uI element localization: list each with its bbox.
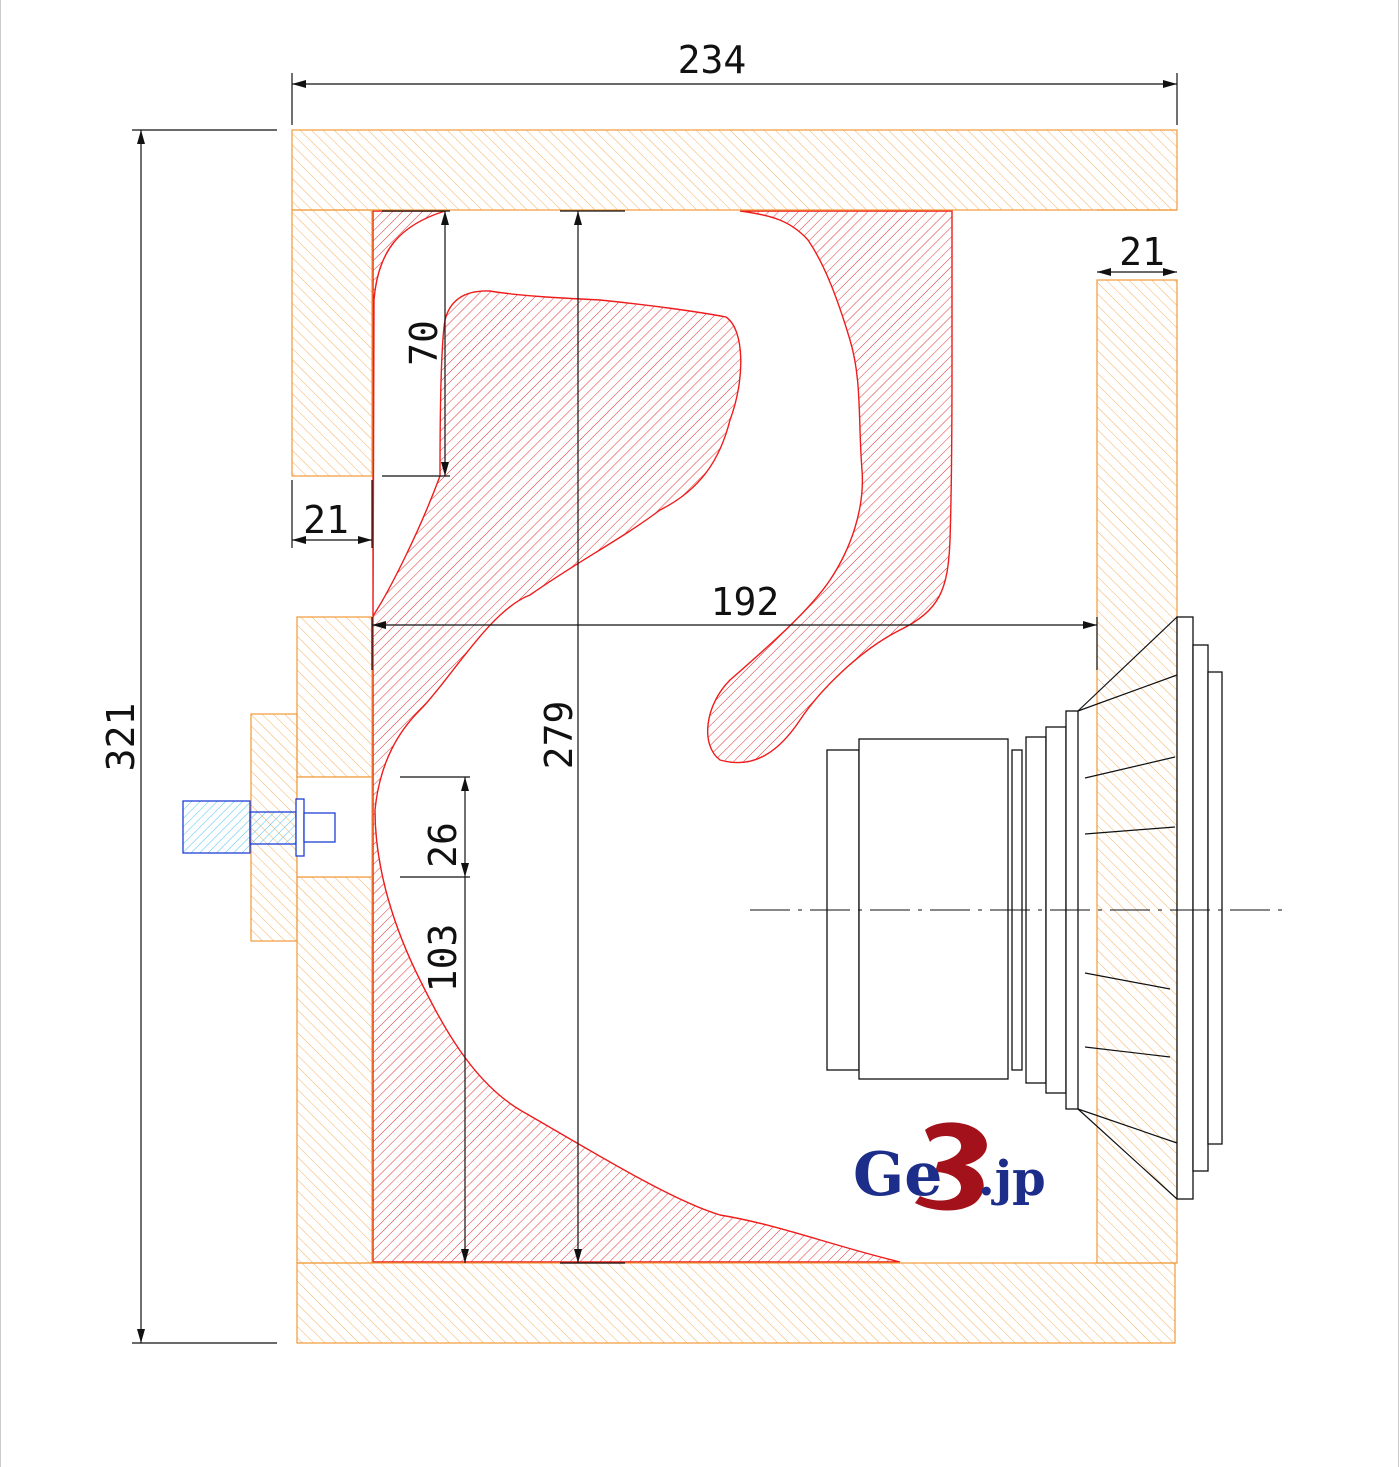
right-panel [1096, 279, 1178, 1264]
dim-overall-width: 234 [678, 38, 747, 82]
dim-right-panel: 21 [1119, 230, 1165, 274]
speaker-terminal [182, 798, 336, 857]
terminal-nut [295, 798, 305, 857]
horn-channel-shapes [372, 210, 953, 1263]
horn-fold-channel [707, 210, 953, 764]
left-lower-panel-lower [296, 876, 373, 1264]
driver-surround [1207, 671, 1223, 1145]
dim-bottom-offset: 103 [421, 924, 465, 993]
horn-outer-channel [372, 210, 901, 1263]
top-panel [291, 129, 1178, 211]
dim-port: 26 [421, 822, 465, 868]
dim-top-depth: 70 [402, 320, 446, 366]
ge3-logo: Ge .jp [853, 1122, 1046, 1211]
dimension-lines [132, 73, 1178, 1344]
driver-gasket [1192, 644, 1209, 1172]
dimension-arrows [137, 80, 1177, 1343]
driver-magnet [858, 738, 1009, 1080]
driver-frame [1176, 616, 1194, 1200]
left-lower-panel-upper [296, 616, 373, 778]
logo-suffix-text: .jp [978, 1151, 1046, 1207]
left-upper-panel [291, 209, 373, 477]
horn-inner-void [450, 211, 740, 219]
logo-main-text: Ge [853, 1140, 942, 1210]
terminal-shaft [249, 811, 297, 845]
bottom-panel [296, 1262, 1176, 1344]
terminal-tip [303, 812, 336, 843]
driver-cone-lines [1077, 616, 1178, 1200]
dim-inner-width: 192 [711, 580, 780, 624]
dim-inner-height: 279 [537, 701, 581, 770]
dim-left-panel: 21 [303, 498, 349, 542]
dim-overall-height: 321 [99, 703, 143, 772]
logo-red-swoosh [915, 1122, 987, 1211]
terminal-knob [182, 800, 251, 854]
